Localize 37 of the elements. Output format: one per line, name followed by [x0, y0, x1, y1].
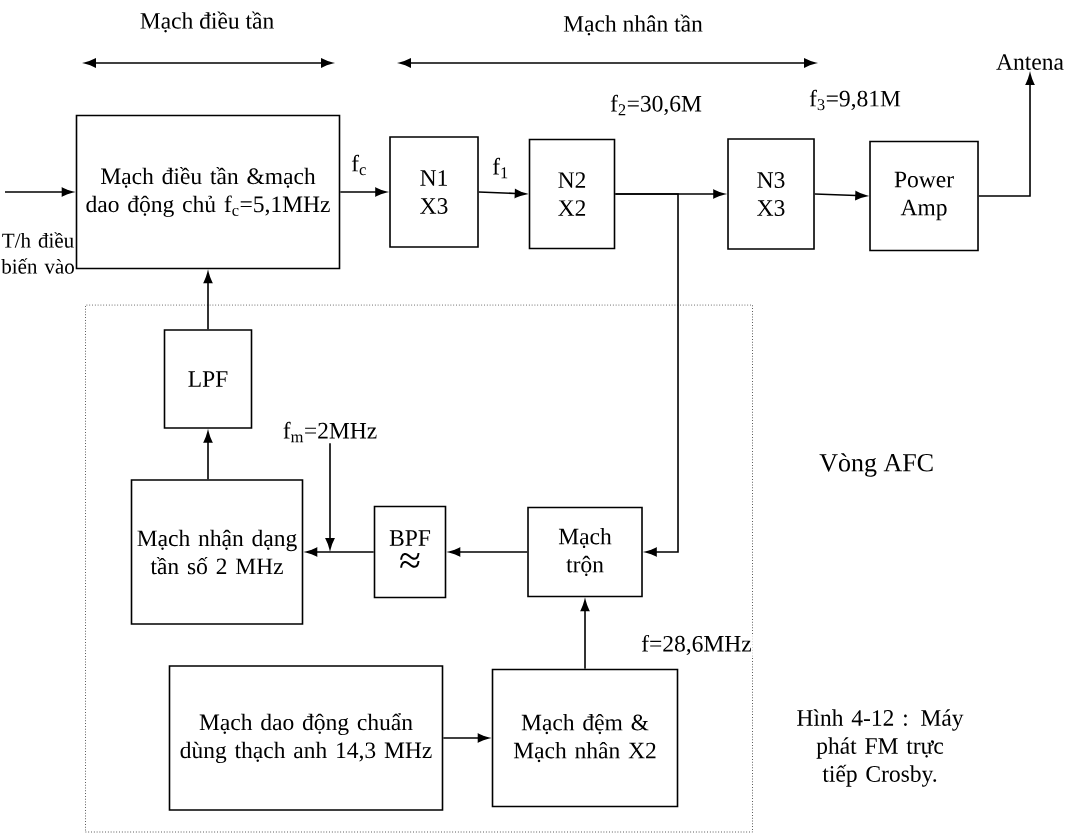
section-label: Mạch nhân tần: [563, 14, 703, 36]
signal-label: f$_{3}$=9,81M: [809, 89, 901, 111]
edge-label: f=28,6MHz: [640, 633, 753, 657]
arrow: [448, 547, 528, 557]
process-box: Mạch điều tần &mạch dao động chủ f$_{c}$=5,1MHz: [75, 114, 341, 270]
process-box: N3 X3: [727, 138, 815, 250]
antenna-label: Antena: [996, 54, 1064, 70]
arrow: [580, 599, 590, 670]
arrow: [339, 187, 387, 197]
process-box: LPF: [163, 329, 253, 429]
process-box: Mạch nhận dạng tần số 2 MHz: [130, 479, 304, 625]
process-box: Mạch dao động chuẩn dùng thạch anh 14,3 MHz: [168, 665, 444, 811]
arrow: [4, 187, 74, 197]
input-label: T/h điều biến vào: [1, 232, 74, 274]
process-box: N1 X3: [389, 136, 479, 248]
arrow: [325, 442, 335, 550]
arrow: [614, 193, 679, 557]
loop-region: [85, 304, 753, 833]
arrow: [978, 73, 1035, 197]
section-label: Mạch điều tần: [140, 11, 274, 33]
signal-label: f$_{m}$=2MHz: [283, 421, 377, 443]
edge-label: f$_{1}$: [491, 156, 510, 180]
process-box: Mạch trộn: [527, 506, 643, 598]
arrow: [305, 547, 375, 557]
arrow: [442, 733, 490, 743]
caption: Hình 4-12 : Máy phát FM trực tiếp Crosby.: [797, 709, 964, 787]
arrow: [478, 189, 527, 198]
signal-label: f$_{2}$=30,6M: [610, 94, 702, 116]
arrow: [203, 271, 213, 330]
region-label: Vòng AFC: [819, 453, 933, 477]
arrow: [814, 191, 867, 200]
filter-box: BPF ≈: [373, 505, 447, 599]
process-box: Mạch đệm & Mạch nhân X2: [491, 668, 679, 808]
arrow: [203, 431, 213, 480]
edge-label: f$_{c}$: [350, 153, 368, 177]
process-box: Power Amp: [869, 140, 979, 252]
process-box: N2 X2: [528, 138, 616, 250]
